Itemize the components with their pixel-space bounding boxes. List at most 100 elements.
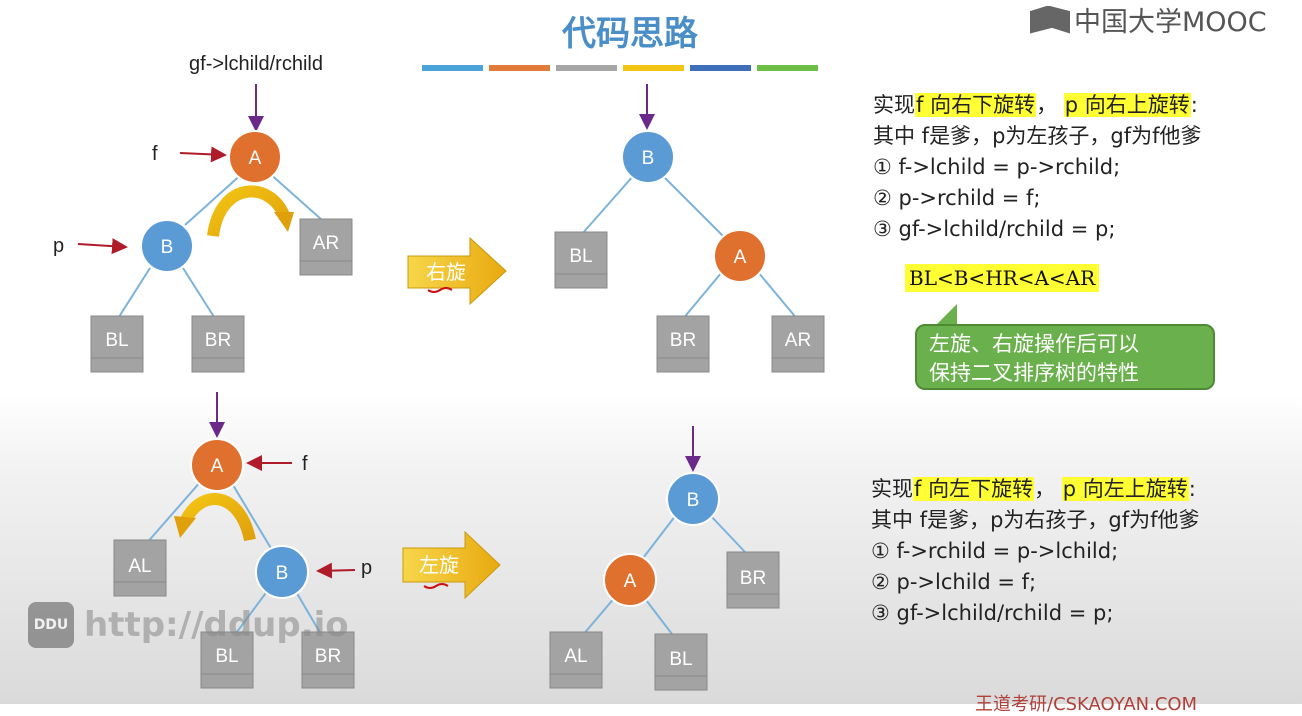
- tree-edge: [661, 174, 726, 239]
- callout-pointer: [935, 304, 957, 326]
- desc-line-1: 实现f 向右下旋转， p 向右上旋转:: [873, 90, 1202, 121]
- leaf-AR: [771, 315, 825, 373]
- callout-line: 左旋、右旋操作后可以: [929, 332, 1139, 356]
- node-A: [190, 438, 244, 492]
- highlight-text: p 向右上旋转: [1063, 93, 1191, 117]
- stripe-segment: [556, 65, 617, 71]
- leaf-BL: [554, 231, 608, 289]
- leaf-BL: [654, 633, 708, 691]
- page-title: 代码思路: [562, 14, 698, 54]
- tree-edge: [757, 271, 799, 321]
- f-pointer-arrow: [179, 146, 227, 163]
- highlight-text: p 向左上旋转: [1061, 477, 1189, 501]
- tree-edge: [294, 589, 323, 637]
- stripe-segment: [690, 65, 751, 71]
- right-rotate-arrow: [407, 236, 507, 306]
- stripe-segment: [489, 65, 550, 71]
- tree-edge: [233, 589, 269, 637]
- book-icon: [1030, 5, 1070, 34]
- node-label: A: [249, 148, 262, 169]
- tree-edge: [709, 514, 746, 553]
- leaf-label: BR: [670, 330, 696, 351]
- leaf-BL: [90, 315, 144, 373]
- desc-line-1: 实现f 向左下旋转， p 向左上旋转:: [871, 474, 1200, 505]
- watermark-url: http://ddup.io: [84, 605, 349, 645]
- node-B: [666, 472, 720, 526]
- node-B: [140, 219, 194, 273]
- node-label: A: [624, 571, 637, 592]
- step-1: ① f->rchild = p->lchild;: [871, 539, 1119, 563]
- step-2: ② p->lchild = f;: [871, 570, 1037, 594]
- desc-text: 实现: [871, 477, 913, 501]
- leaf-BR: [191, 315, 245, 373]
- node-label: B: [276, 563, 289, 584]
- p-label: p: [53, 235, 64, 257]
- top-after-tree: [554, 84, 825, 373]
- tree-edge: [182, 267, 217, 321]
- leaf-BR: [301, 631, 355, 689]
- leaf-AR: [299, 218, 353, 276]
- logo-text: 中国大学MOOC: [1074, 7, 1267, 38]
- leaf-BL: [200, 631, 254, 689]
- bottom-after-tree: [549, 426, 780, 691]
- color-stripe: [422, 65, 818, 71]
- leaf-label: BR: [205, 330, 231, 351]
- desc-line-2: 其中 f是爹，p为右孩子，gf为f他爹: [871, 508, 1200, 532]
- desc-text: ，: [1036, 93, 1058, 117]
- step-3: ③ gf->lchild/rchild = p;: [873, 217, 1116, 241]
- rotate-right-curve-head: [274, 212, 294, 232]
- highlight-text: f 向左下旋转: [913, 477, 1035, 501]
- node-B: [621, 130, 675, 184]
- rotate-left-curve-head: [174, 516, 196, 538]
- tree-edge: [639, 514, 677, 563]
- leaf-BR: [656, 315, 710, 373]
- stripe-segment: [422, 65, 483, 71]
- p-pointer-arrow: [316, 562, 356, 579]
- node-label: B: [687, 490, 700, 511]
- tree-edge: [267, 171, 323, 221]
- callout-line: 保持二叉排序树的特性: [929, 361, 1139, 385]
- desc-text: ，: [1034, 477, 1056, 501]
- highlight-text: f 向右下旋转: [915, 93, 1037, 117]
- step-1: ① f->lchild = p->rchild;: [873, 155, 1121, 179]
- ddu-badge: DDU: [28, 602, 74, 648]
- desc-text: :: [1188, 477, 1196, 501]
- gf-label: gf->lchild/rchild: [189, 53, 323, 75]
- step-3: ③ gf->lchild/rchild = p;: [871, 601, 1114, 625]
- node-label: A: [211, 456, 224, 477]
- tree-edge: [229, 479, 273, 551]
- leaf-label: AL: [128, 556, 151, 577]
- desc-line-2: 其中 f是爹，p为左孩子，gf为f他爹: [873, 124, 1202, 148]
- top-before-tree: [77, 84, 353, 373]
- rotate-right-curve: [207, 185, 291, 238]
- node-label: B: [642, 148, 655, 169]
- p-pointer-arrow: [77, 238, 128, 255]
- leaf-AL: [113, 539, 167, 597]
- f-label: f: [152, 143, 158, 165]
- tree-edge: [581, 174, 635, 235]
- leaf-label: AL: [564, 646, 587, 667]
- bottom-before-tree: [113, 392, 356, 689]
- leaf-label: AR: [313, 233, 339, 254]
- leaf-label: BL: [569, 246, 592, 267]
- desc-text: :: [1190, 93, 1198, 117]
- leaf-label: BR: [740, 568, 766, 589]
- leaf-label: BR: [315, 646, 341, 667]
- leaf-label: BL: [105, 330, 128, 351]
- leaf-AL: [549, 631, 603, 689]
- p-label: p: [361, 557, 372, 579]
- tree-edge: [144, 479, 203, 546]
- top-description: 实现f 向右下旋转， p 向右上旋转: 其中 f是爹，p为左孩子，gf为f他爹 …: [873, 90, 1202, 245]
- tree-edge: [642, 595, 676, 639]
- node-B: [255, 545, 309, 599]
- node-A: [603, 553, 657, 607]
- desc-text: 实现: [873, 93, 915, 117]
- stripe-segment: [623, 65, 684, 71]
- callout-box: 左旋、右旋操作后可以 保持二叉排序树的特性: [915, 324, 1215, 390]
- node-label: B: [161, 237, 174, 258]
- rotate-left-curve: [179, 493, 256, 542]
- bottom-description: 实现f 向左下旋转， p 向左上旋转: 其中 f是爹，p为右孩子，gf为f他爹 …: [871, 474, 1200, 629]
- leaf-label: BL: [215, 646, 238, 667]
- tree-edge: [116, 267, 151, 321]
